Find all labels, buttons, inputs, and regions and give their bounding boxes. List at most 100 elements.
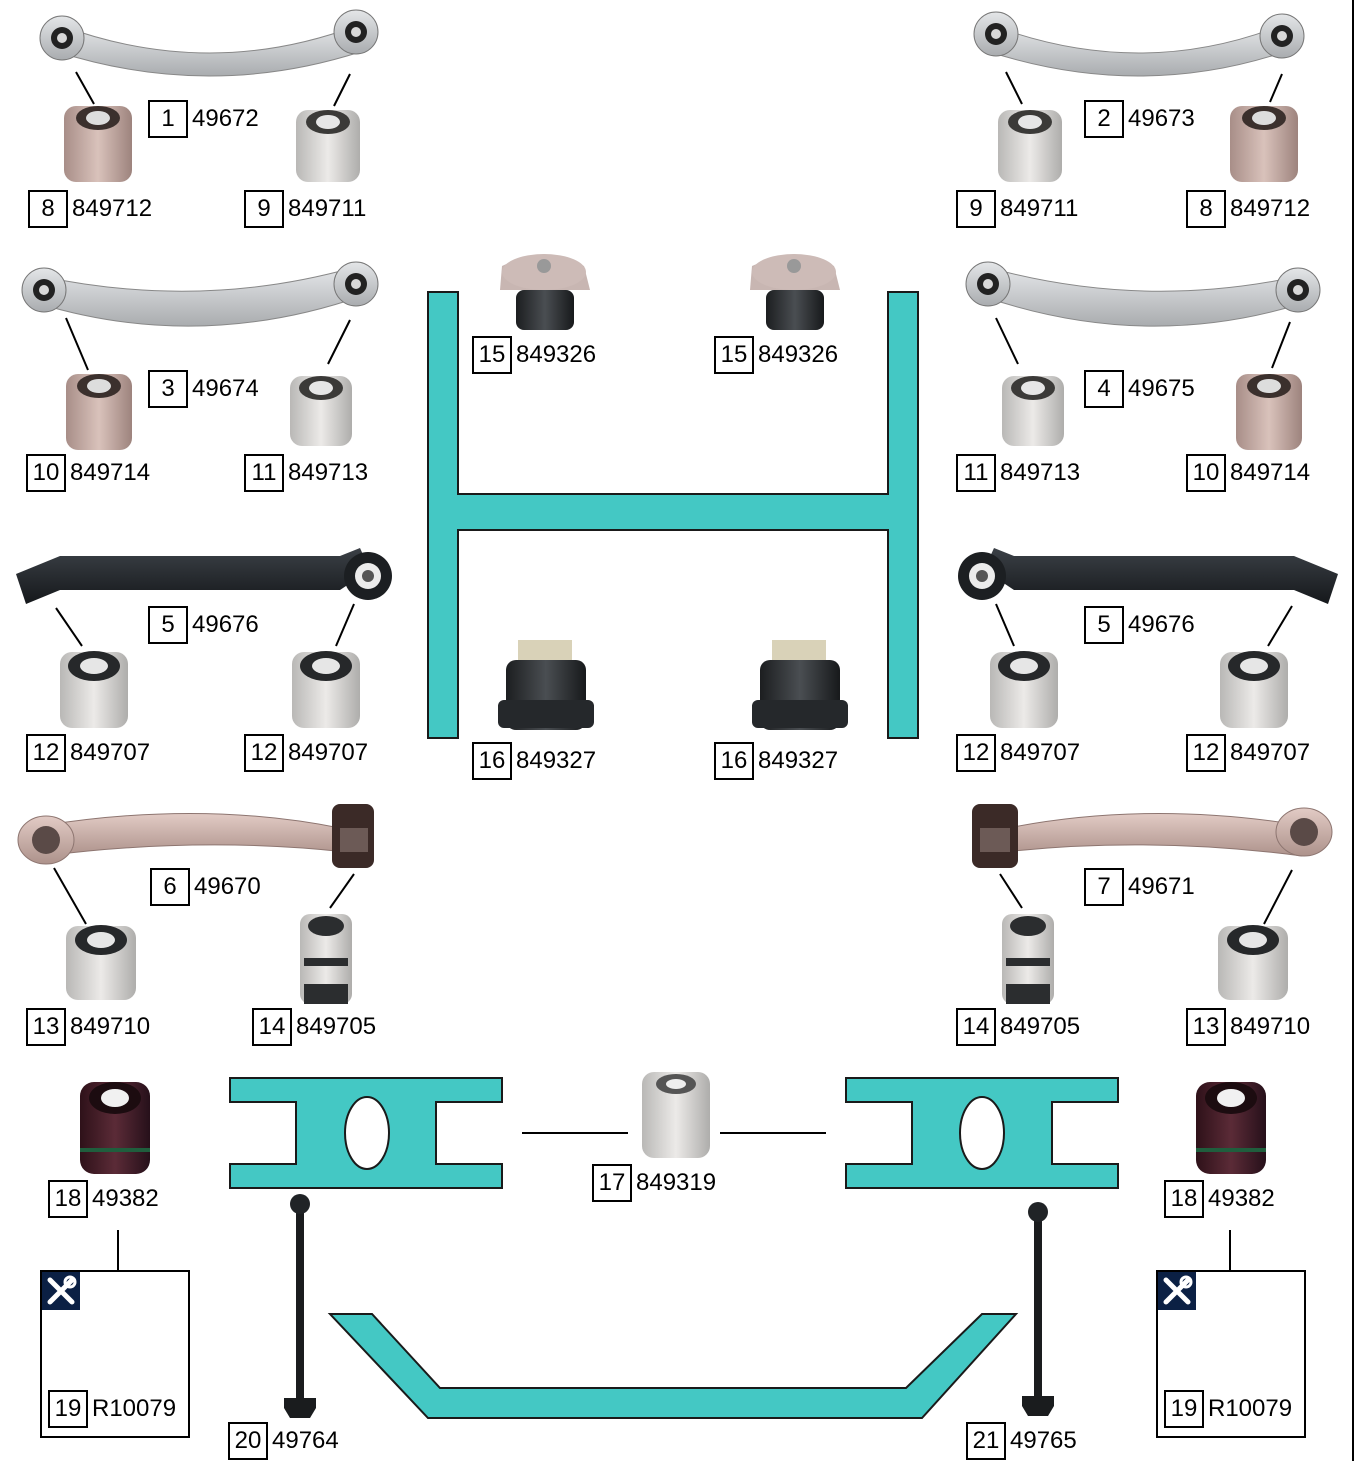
bushing-12-a bbox=[60, 651, 128, 728]
part-code: 849711 bbox=[288, 195, 367, 222]
part-code: 849714 bbox=[1230, 459, 1311, 486]
subframe-mount-16-left bbox=[498, 640, 594, 730]
part-code: 49764 bbox=[272, 1427, 339, 1454]
part-number: 5 bbox=[1084, 606, 1124, 644]
part-number: 20 bbox=[228, 1422, 268, 1460]
bushing-13-right bbox=[1218, 925, 1288, 1000]
part-number: 8 bbox=[1186, 190, 1226, 228]
part-code: 849710 bbox=[70, 1013, 151, 1040]
part-code: R10079 bbox=[1208, 1395, 1293, 1422]
bushing-10-right bbox=[1236, 374, 1302, 450]
part-number: 11 bbox=[244, 454, 284, 492]
part-number: 18 bbox=[48, 1180, 88, 1218]
part-code: 849705 bbox=[296, 1013, 377, 1040]
control-arm-5-left bbox=[16, 548, 392, 604]
bushing-8-right bbox=[1230, 106, 1298, 182]
part-code: 49382 bbox=[92, 1185, 159, 1212]
subframe-mount-16-right bbox=[752, 640, 848, 730]
part-number: 9 bbox=[244, 190, 284, 228]
part-number: 10 bbox=[1186, 454, 1226, 492]
part-code: 849713 bbox=[288, 459, 369, 486]
part-number: 19 bbox=[48, 1390, 88, 1428]
part-code: 849713 bbox=[1000, 459, 1081, 486]
wrench-screwdriver-icon bbox=[42, 1272, 80, 1310]
part-number: 9 bbox=[956, 190, 996, 228]
part-code: 49676 bbox=[192, 611, 259, 638]
part-code: 849326 bbox=[516, 341, 597, 368]
part-number: 16 bbox=[472, 742, 512, 780]
bushing-13-left bbox=[66, 925, 136, 1000]
part-code: 849712 bbox=[1230, 195, 1311, 222]
part-code: 849714 bbox=[70, 459, 151, 486]
subframe-mount-15-right bbox=[750, 254, 840, 330]
part-number: 12 bbox=[26, 734, 66, 772]
part-number: 15 bbox=[714, 336, 754, 374]
part-code: 49765 bbox=[1010, 1427, 1077, 1454]
bushing-9-right bbox=[998, 110, 1062, 182]
bushing-11-left bbox=[290, 376, 352, 446]
part-code: 849710 bbox=[1230, 1013, 1311, 1040]
bushing-12-c bbox=[990, 651, 1058, 728]
part-code: 49676 bbox=[1128, 611, 1195, 638]
part-code: 849705 bbox=[1000, 1013, 1081, 1040]
part-number: 12 bbox=[1186, 734, 1226, 772]
part-number: 11 bbox=[956, 454, 996, 492]
part-number: 19 bbox=[1164, 1390, 1204, 1428]
part-code: 849319 bbox=[636, 1169, 717, 1196]
control-arm-5-right bbox=[958, 548, 1338, 604]
subframe-h-frame bbox=[427, 291, 919, 739]
stabilizer-link-left bbox=[284, 1194, 316, 1418]
part-number: 6 bbox=[150, 868, 190, 906]
left-cross-member bbox=[229, 1077, 503, 1189]
wrench-screwdriver-icon bbox=[1158, 1272, 1196, 1310]
part-code: 849707 bbox=[1230, 739, 1311, 766]
subframe-mount-15-left bbox=[500, 254, 590, 330]
bushing-12-b bbox=[292, 651, 360, 728]
part-code: 849711 bbox=[1000, 195, 1079, 222]
part-number: 2 bbox=[1084, 100, 1124, 138]
right-cross-member bbox=[845, 1077, 1119, 1189]
part-number: 10 bbox=[26, 454, 66, 492]
part-code: R10079 bbox=[92, 1395, 177, 1422]
part-number: 14 bbox=[252, 1008, 292, 1046]
part-number: 1 bbox=[148, 100, 188, 138]
bushing-11-right bbox=[1002, 376, 1064, 446]
part-code: 849327 bbox=[758, 747, 839, 774]
part-code: 849707 bbox=[1000, 739, 1081, 766]
part-code: 849326 bbox=[758, 341, 839, 368]
stabilizer-bar bbox=[327, 1313, 1019, 1419]
control-arm-6 bbox=[17, 804, 374, 868]
part-number: 7 bbox=[1084, 868, 1124, 906]
part-code: 49674 bbox=[192, 375, 259, 402]
part-code: 49670 bbox=[194, 873, 261, 900]
bushing-18-right bbox=[1196, 1082, 1266, 1174]
control-arm-2 bbox=[973, 11, 1305, 77]
page-border-right bbox=[1352, 0, 1354, 1461]
part-number: 5 bbox=[148, 606, 188, 644]
part-number: 3 bbox=[148, 370, 188, 408]
